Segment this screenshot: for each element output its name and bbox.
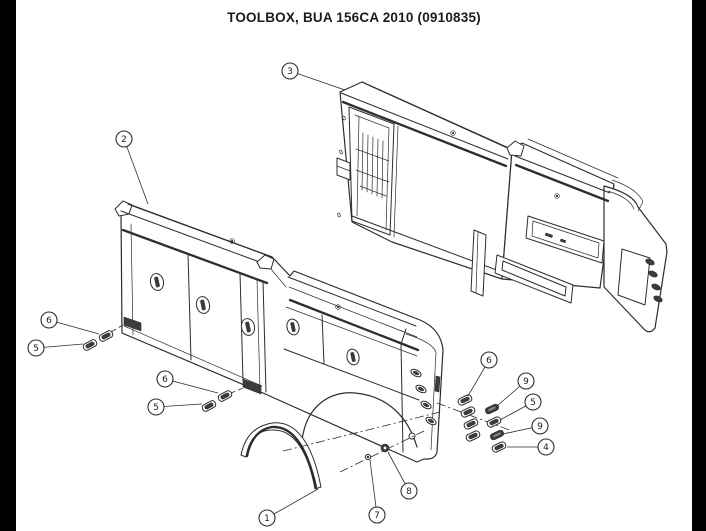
callout-9: 9 xyxy=(496,372,535,407)
callout-6: 6 xyxy=(40,311,100,335)
door-latches xyxy=(149,273,360,366)
ring-clip xyxy=(98,330,114,342)
svg-text:5: 5 xyxy=(33,344,39,354)
callout-9: 9 xyxy=(502,417,549,435)
callout-8: 8 xyxy=(387,451,418,500)
svg-text:1: 1 xyxy=(264,514,270,524)
callout-6: 6 xyxy=(467,351,498,397)
drawer-panels xyxy=(283,306,420,401)
ring-clip xyxy=(463,418,479,430)
page-title: TOOLBOX, BUA 156CA 2010 (0910835) xyxy=(227,10,481,25)
callout-5: 5 xyxy=(27,339,84,357)
front-toolbox-drawing xyxy=(114,200,444,463)
svg-text:4: 4 xyxy=(543,443,549,453)
ring-clip xyxy=(491,441,507,453)
svg-text:3: 3 xyxy=(287,67,293,77)
sill-strip-left xyxy=(123,316,142,332)
ring-clip xyxy=(486,416,502,428)
svg-text:6: 6 xyxy=(486,356,492,366)
callout-5: 5 xyxy=(147,398,203,416)
pin-screw xyxy=(364,453,372,461)
svg-text:7: 7 xyxy=(374,511,380,521)
rear-internal-shelf xyxy=(355,132,390,199)
svg-text:9: 9 xyxy=(523,377,529,387)
svg-text:6: 6 xyxy=(162,375,168,385)
rear-cap-slots xyxy=(645,258,663,303)
fender-trim-drawing xyxy=(240,422,322,490)
clip-fasteners xyxy=(82,330,507,461)
ring-clip xyxy=(465,430,481,442)
callout-2: 2 xyxy=(115,130,149,205)
right-black-bar xyxy=(692,0,706,531)
wheel-arch-cutout xyxy=(301,392,418,448)
rear-rail-screws xyxy=(450,130,560,199)
callout-7: 7 xyxy=(368,459,386,524)
left-black-bar xyxy=(0,0,16,531)
callout-6: 6 xyxy=(156,370,219,394)
ring-clip xyxy=(82,339,98,351)
ring-clip xyxy=(201,400,217,412)
svg-text:9: 9 xyxy=(537,422,543,432)
rear-toolbox-drawing xyxy=(336,81,668,333)
callout-4: 4 xyxy=(507,438,555,456)
front-cap-slots xyxy=(410,368,437,426)
cap-mount-hole xyxy=(408,432,416,440)
callout-layer: 1 2 3 6 5 6 5 6 9 5 9 4 8 7 xyxy=(27,62,555,527)
callout-3: 3 xyxy=(281,62,346,91)
rear-hinge-marks xyxy=(337,115,346,218)
ring-clip xyxy=(460,406,476,418)
svg-text:8: 8 xyxy=(406,487,412,497)
ring-clip xyxy=(217,390,233,402)
svg-text:6: 6 xyxy=(46,316,52,326)
door-panels xyxy=(123,223,267,393)
callout-1: 1 xyxy=(258,488,319,527)
grommet xyxy=(380,443,390,453)
svg-text:5: 5 xyxy=(530,398,536,408)
pad-clip xyxy=(489,429,505,441)
ring-clip xyxy=(457,394,473,406)
front-rail-screws xyxy=(229,238,341,310)
svg-text:2: 2 xyxy=(121,135,127,145)
pad-clip xyxy=(484,403,500,415)
sill-strip-mid xyxy=(242,378,262,395)
svg-text:5: 5 xyxy=(153,403,159,413)
callout-5: 5 xyxy=(499,393,542,421)
